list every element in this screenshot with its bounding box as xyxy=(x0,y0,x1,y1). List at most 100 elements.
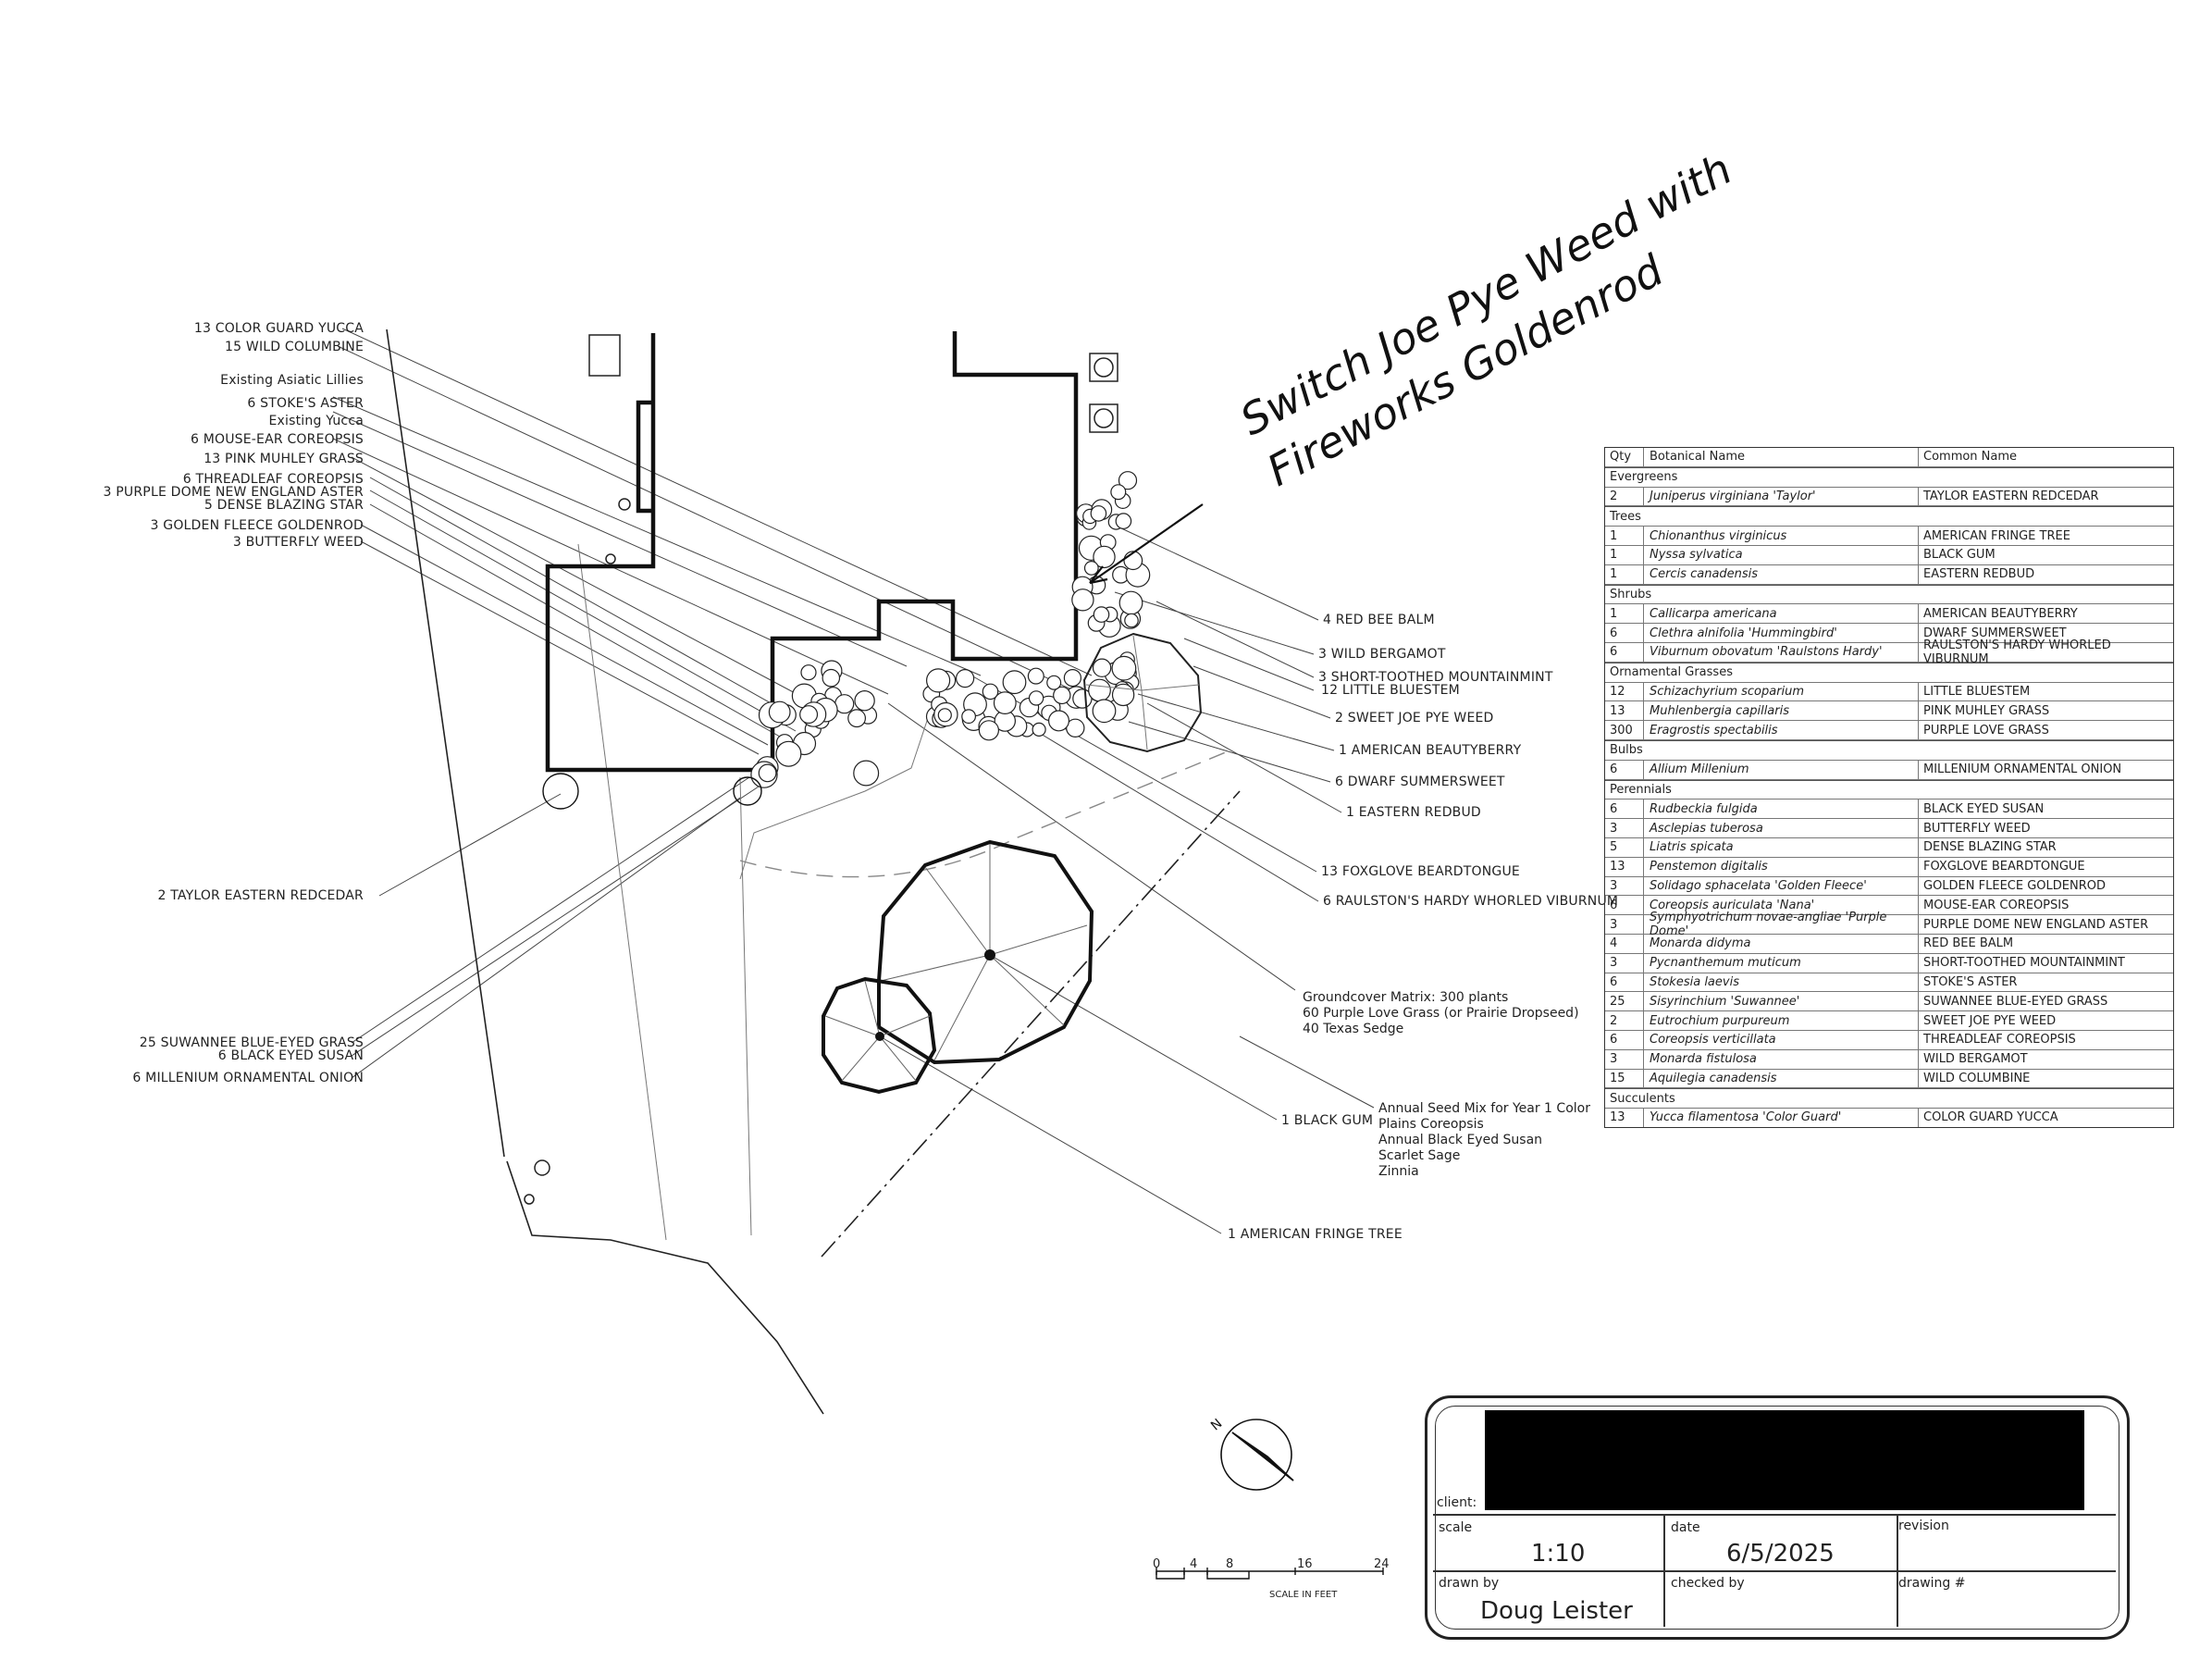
schedule-group-row: Shrubs xyxy=(1605,584,2173,605)
schedule-common: SWEET JOE PYE WEED xyxy=(1923,1013,2057,1028)
shrub-symbol xyxy=(1046,675,1062,690)
schedule-common: DWARF SUMMERSWEET xyxy=(1923,626,2067,640)
schedule-qty: 3 xyxy=(1605,915,1644,934)
shrub-symbol xyxy=(1053,686,1071,705)
revision-label: revision xyxy=(1898,1518,1949,1533)
schedule-qty: 5 xyxy=(1605,837,1644,857)
schedule-qty: 1 xyxy=(1605,527,1644,545)
small-structures xyxy=(524,334,1118,1205)
date-label: date xyxy=(1671,1520,1700,1535)
shrub-symbol xyxy=(1088,678,1111,702)
schedule-common: SUWANNEE BLUE-EYED GRASS xyxy=(1923,994,2108,1009)
leader-line xyxy=(332,411,908,667)
shrub-symbol xyxy=(1092,658,1112,677)
shrub-symbol xyxy=(854,690,875,712)
schedule-botanical: Symphyotrichum novae-angliae 'Purple Dom… xyxy=(1644,911,1919,938)
schedule-qty: 2 xyxy=(1605,487,1644,506)
shrub-symbol xyxy=(847,709,866,728)
tree-black-gum xyxy=(822,976,937,1095)
drawing-number-label: drawing # xyxy=(1898,1576,1966,1591)
shrub-symbol xyxy=(1093,606,1110,623)
shrub-symbol xyxy=(822,668,841,688)
scale-tick: 16 xyxy=(1297,1557,1313,1571)
leader-line xyxy=(360,524,769,746)
plant-label-right: 6 RAULSTON'S HARDY WHORLED VIBURNUM xyxy=(1323,894,1619,909)
schedule-qty: 3 xyxy=(1605,953,1644,973)
schedule-common: THREADLEAF COREOPSIS xyxy=(1923,1033,2076,1047)
schedule-qty: 300 xyxy=(1605,721,1644,739)
shrub-symbol xyxy=(1123,551,1143,571)
shrub-symbol xyxy=(1071,589,1094,612)
schedule-qty: 6 xyxy=(1605,760,1644,779)
seedmix-line: Annual Black Eyed Susan xyxy=(1378,1133,1543,1147)
leader-line xyxy=(887,702,1296,991)
schedule-qty: 1 xyxy=(1605,564,1644,584)
schedule-qty: 6 xyxy=(1605,896,1644,915)
shrub-symbol xyxy=(1110,484,1127,501)
shrub-symbol xyxy=(758,763,777,783)
schedule-botanical: Schizachyrium scoparium xyxy=(1644,682,1919,701)
schedule-qty: 6 xyxy=(1605,973,1644,992)
plant-label-right: 1 AMERICAN BEAUTYBERRY xyxy=(1339,743,1522,758)
scale-tick: 8 xyxy=(1226,1557,1234,1571)
scale-value: 1:10 xyxy=(1531,1540,1586,1568)
shrub-symbol xyxy=(775,740,802,767)
scale-label: scale xyxy=(1439,1520,1473,1535)
schedule-group-name: Shrubs xyxy=(1610,587,1652,601)
schedule-botanical: Coreopsis verticillata xyxy=(1644,1030,1919,1049)
schedule-common: COLOR GUARD YUCCA xyxy=(1923,1110,2058,1125)
scale-tick: 24 xyxy=(1374,1557,1390,1571)
shrub-symbol xyxy=(1092,699,1117,724)
schedule-common: FOXGLOVE BEARDTONGUE xyxy=(1923,860,2085,874)
shrub-symbol xyxy=(1028,690,1044,706)
plant-label-right: 12 LITTLE BLUESTEM xyxy=(1321,683,1460,698)
tb-divider xyxy=(1433,1514,2116,1516)
checked-by-label: checked by xyxy=(1671,1576,1745,1591)
leader-line xyxy=(351,797,741,1079)
redacted-client-name xyxy=(1485,1410,2084,1510)
shrub-symbol xyxy=(1090,505,1107,522)
schedule-common: TAYLOR EASTERN REDCEDAR xyxy=(1923,489,2099,503)
shrub-symbol xyxy=(1032,722,1046,738)
shrub-symbol xyxy=(1111,655,1137,681)
seedmix-line: Annual Seed Mix for Year 1 Color xyxy=(1378,1101,1590,1116)
seedmix-line: Plains Coreopsis xyxy=(1378,1117,1484,1132)
scale-caption: SCALE IN FEET xyxy=(1269,1590,1338,1600)
leader-line xyxy=(337,345,1102,704)
seedmix-note: Annual Seed Mix for Year 1 Color Plains … xyxy=(1378,1101,1590,1180)
schedule-botanical: Sisyrinchium 'Suwannee' xyxy=(1644,992,1919,1011)
schedule-qty: 13 xyxy=(1605,701,1644,721)
schedule-group-name: Bulbs xyxy=(1610,743,1643,758)
leader-line xyxy=(341,328,1093,676)
plant-label-right: 13 FOXGLOVE BEARDTONGUE xyxy=(1321,864,1520,879)
tb-divider xyxy=(1433,1570,2116,1572)
schedule-botanical: Eutrochium purpureum xyxy=(1644,1011,1919,1030)
schedule-common: EASTERN REDBUD xyxy=(1923,567,2035,582)
schedule-botanical: Muhlenbergia capillaris xyxy=(1644,701,1919,721)
schedule-group-name: Evergreens xyxy=(1610,470,1678,485)
leader-line xyxy=(1114,591,1315,655)
plant-label-right: 6 DWARF SUMMERSWEET xyxy=(1335,775,1505,789)
drawn-by-label: drawn by xyxy=(1439,1576,1500,1591)
plant-label-left: 15 WILD COLUMBINE xyxy=(225,340,364,354)
leader-line xyxy=(369,490,797,732)
plant-label-right: 1 EASTERN REDBUD xyxy=(1346,805,1481,820)
schedule-common: GOLDEN FLEECE GOLDENROD xyxy=(1923,878,2106,893)
schedule-qty: 3 xyxy=(1605,876,1644,896)
leader-line xyxy=(369,477,797,718)
schedule-group-row: Bulbs xyxy=(1605,739,2173,761)
shrub-symbol xyxy=(1111,683,1135,707)
schedule-botanical: Liatris spicata xyxy=(1644,837,1919,857)
schedule-group-row: Succulents xyxy=(1605,1088,2173,1109)
